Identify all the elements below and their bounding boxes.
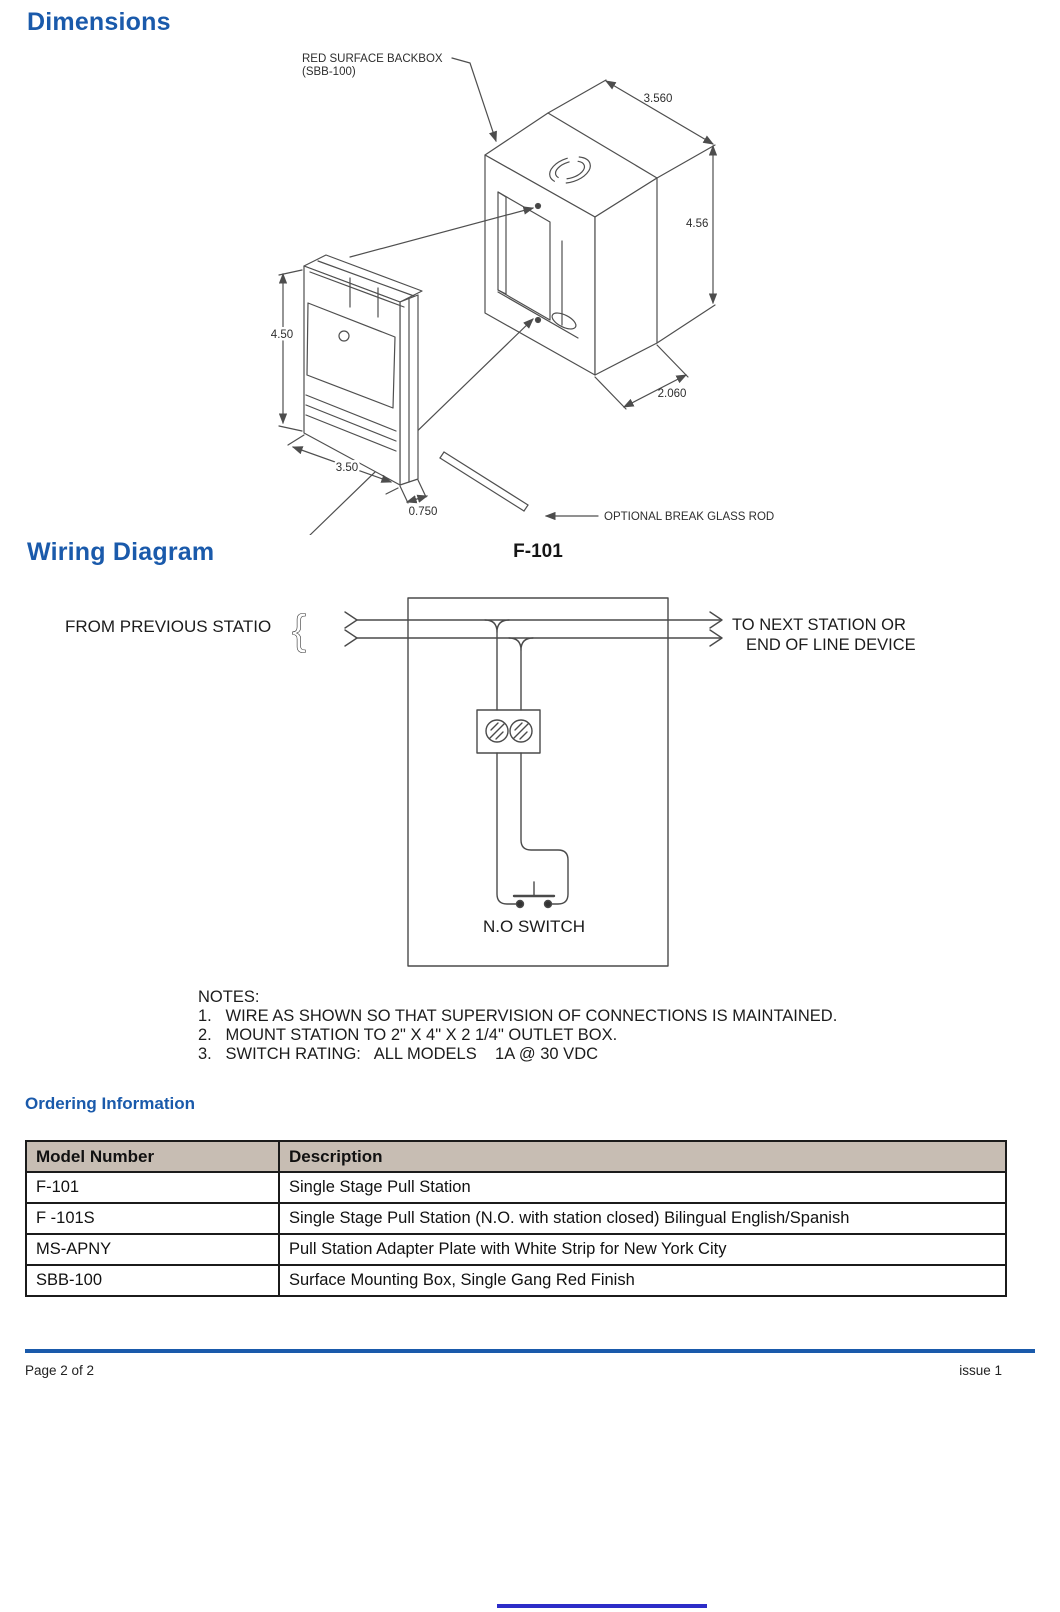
cell-description: Pull Station Adapter Plate with White St… (278, 1233, 1007, 1266)
ordering-table: Model Number Description F-101 Single St… (25, 1140, 1007, 1297)
dim-width-label: 3.560 (644, 93, 673, 105)
cell-model: MS-APNY (25, 1233, 280, 1266)
to-next-label-line1: TO NEXT STATION OR (732, 616, 906, 634)
backbox-label-line1: RED SURFACE BACKBOX (302, 53, 443, 65)
dimensions-drawing: RED SURFACE BACKBOX (SBB-100) 3.560 4.56… (268, 53, 774, 535)
wiring-diagram: FROM PREVIOUS STATIO { TO NEXT STATION O… (65, 597, 916, 967)
page-number: Page 2 of 2 (25, 1363, 95, 1378)
ordering-table-wrap: Model Number Description F-101 Single St… (25, 1140, 1007, 1297)
table-row: F -101S Single Stage Pull Station (N.O. … (25, 1202, 1007, 1235)
dim-350 (287, 434, 399, 495)
break-glass-rod (439, 451, 529, 512)
cell-description: Surface Mounting Box, Single Gang Red Fi… (278, 1264, 1007, 1297)
mount-hole-pointer-top (349, 206, 535, 258)
table-row: SBB-100 Surface Mounting Box, Single Gan… (25, 1264, 1007, 1297)
issue-label: issue 1 (959, 1363, 1002, 1378)
dimensions-heading: Dimensions (27, 8, 171, 36)
rod-label: OPTIONAL BREAK GLASS ROD (604, 511, 774, 523)
backbox-label-line2: (SBB-100) (302, 66, 356, 78)
wiring-figure-title: F-101 (513, 541, 563, 562)
note-item: 1. WIRE AS SHOWN SO THAT SUPERVISION OF … (198, 1007, 838, 1025)
col-header-model: Model Number (25, 1140, 280, 1173)
dim-0750 (399, 479, 429, 504)
dim-2060 (594, 344, 689, 410)
cell-description: Single Stage Pull Station (278, 1171, 1007, 1204)
footer-divider (25, 1349, 1035, 1353)
mount-hole-top (534, 202, 542, 210)
mount-hole-bottom (534, 316, 542, 324)
dim-3560 (547, 79, 716, 179)
table-header-row: Model Number Description (25, 1140, 1007, 1173)
dim-station-height-label: 4.50 (271, 329, 293, 341)
dim-station-depth-label: 0.750 (409, 506, 438, 518)
notes-title: NOTES: (198, 988, 260, 1006)
dim-450 (278, 269, 303, 432)
table-row: MS-APNY Pull Station Adapter Plate with … (25, 1233, 1007, 1266)
wiring-heading: Wiring Diagram (27, 538, 215, 566)
pull-station-isometric (303, 254, 423, 486)
backbox-isometric (484, 112, 658, 376)
backbox-leader-line (451, 57, 497, 143)
cell-model: SBB-100 (25, 1264, 280, 1297)
to-next-label-line2: END OF LINE DEVICE (746, 636, 916, 654)
notes-block: NOTES: 1. WIRE AS SHOWN SO THAT SUPERVIS… (198, 988, 837, 1064)
bottom-blue-line (497, 1604, 707, 1608)
brace-glyph: { (292, 606, 306, 653)
from-previous-label: FROM PREVIOUS STATIO (65, 617, 271, 636)
dim-height-label: 4.56 (686, 218, 708, 230)
station-outline-box (407, 597, 669, 967)
ordering-heading: Ordering Information (25, 1094, 195, 1113)
cell-description: Single Stage Pull Station (N.O. with sta… (278, 1202, 1007, 1235)
knockout-ring (549, 156, 591, 184)
note-item: 3. SWITCH RATING: ALL MODELS 1A @ 30 VDC (198, 1045, 599, 1063)
note-item: 2. MOUNT STATION TO 2" X 4" X 2 1/4" OUT… (198, 1026, 618, 1044)
table-row: F-101 Single Stage Pull Station (25, 1171, 1007, 1204)
dim-456 (656, 144, 718, 344)
cell-model: F -101S (25, 1202, 280, 1235)
lock-hole (338, 330, 350, 342)
loop-wires (344, 611, 723, 711)
cell-model: F-101 (25, 1171, 280, 1204)
no-switch-symbol (512, 881, 556, 909)
pull-handle-panel (306, 302, 396, 409)
switch-wires (496, 752, 569, 905)
no-switch-label: N.O SWITCH (483, 917, 585, 936)
dim-station-width-label: 3.50 (336, 462, 358, 474)
dim-depth-label: 2.060 (658, 388, 687, 400)
mount-hole-pointer-bottom (309, 318, 534, 535)
terminal-block (476, 709, 541, 754)
col-header-description: Description (278, 1140, 1007, 1173)
